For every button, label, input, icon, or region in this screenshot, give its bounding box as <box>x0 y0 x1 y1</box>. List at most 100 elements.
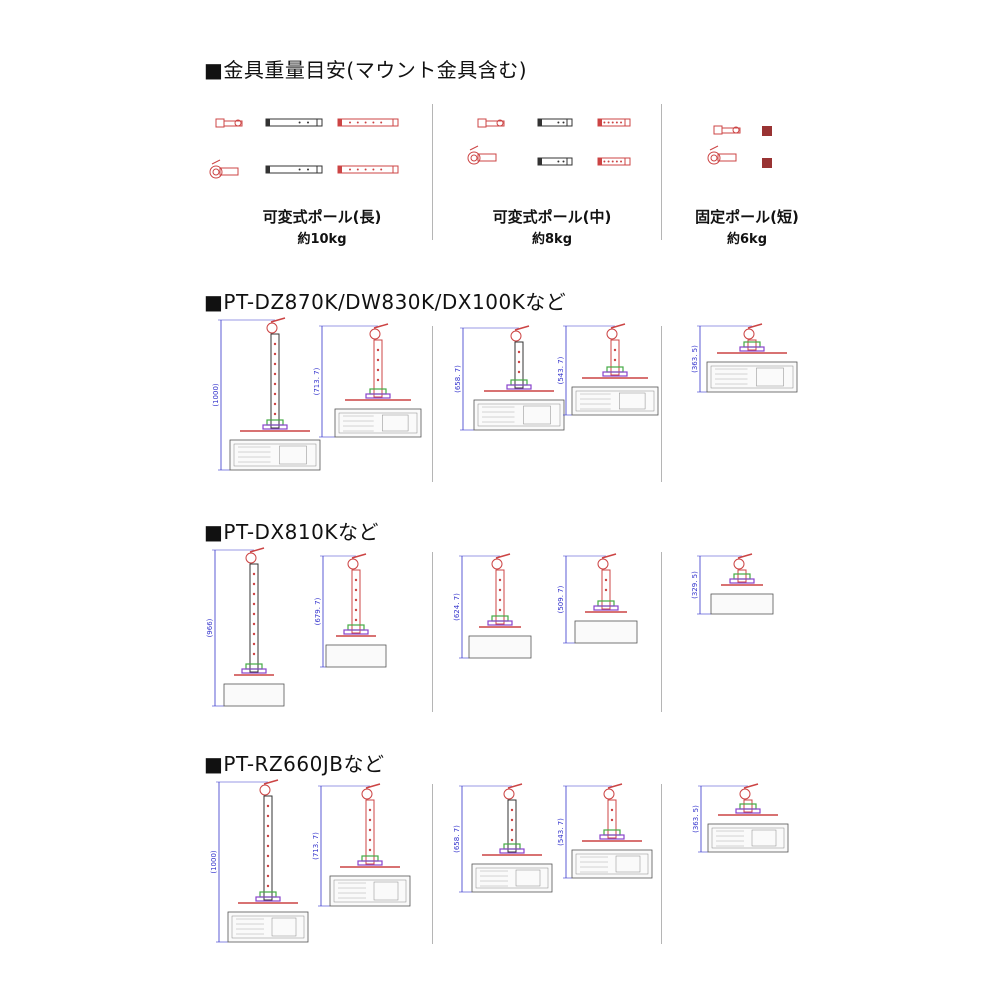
bracket <box>369 388 387 395</box>
dimension-label: (363. 5) <box>691 345 699 373</box>
bracket <box>361 855 379 862</box>
dimension-label: (329. 5) <box>691 571 699 599</box>
ceiling-clamp <box>510 330 522 342</box>
short-pole-part <box>762 158 772 168</box>
divider <box>661 104 662 240</box>
ceiling-clamp <box>266 322 278 334</box>
projector-mount-figure: (329. 5) <box>691 553 774 615</box>
projector-mount-figure: (679. 7) <box>314 553 387 668</box>
clamp-part <box>215 118 243 128</box>
projector-body <box>227 911 309 943</box>
pole-weight: 約6kg <box>727 232 767 247</box>
mount-figures: (1000)(713. 7)(658. 7)(543. 7)(363. 5)(9… <box>206 317 798 943</box>
ceiling-clamp <box>739 788 751 800</box>
projector-body <box>325 644 387 668</box>
projector-mount-figure: (658. 7) <box>454 325 565 431</box>
projector-body <box>471 863 553 893</box>
bracket <box>599 834 625 840</box>
pole-name: 可変式ポール(長) <box>262 208 382 226</box>
pole-part <box>537 118 573 127</box>
pole <box>495 569 505 625</box>
pole <box>601 569 611 610</box>
projector-body <box>229 439 321 471</box>
bracket <box>503 843 521 850</box>
bracket <box>347 624 365 631</box>
clamp-part <box>467 145 497 165</box>
projector-body <box>706 361 798 393</box>
dimension-label: (1000) <box>212 383 220 407</box>
dimension-label: (658. 7) <box>453 825 461 853</box>
projector-mount-figure: (1000) <box>210 779 309 943</box>
projector-body <box>334 408 422 438</box>
weight-caption-long: 可変式ポール(長) 約10kg <box>232 206 412 247</box>
pole <box>747 339 757 351</box>
dimension-label: (543. 7) <box>557 356 565 384</box>
bracket <box>343 629 369 635</box>
bracket <box>510 379 528 386</box>
divider <box>661 784 662 944</box>
divider <box>661 326 662 482</box>
bracket <box>593 605 619 611</box>
dimension-label: (679. 7) <box>314 597 322 625</box>
bracket <box>491 615 509 622</box>
ceiling-clamp <box>606 328 618 340</box>
divider <box>432 104 433 240</box>
pole-part <box>597 157 631 166</box>
bracket <box>357 860 383 866</box>
clamp-part <box>707 145 737 165</box>
pole-part <box>337 165 399 174</box>
projector-mount-figure: (658. 7) <box>453 783 553 893</box>
ceiling-clamp <box>743 328 755 340</box>
projector-mount-figure: (363. 5) <box>692 783 789 853</box>
dimension-label: (363. 5) <box>692 805 700 833</box>
projector-mount-figure: (509. 7) <box>557 553 638 644</box>
ceiling-clamp <box>369 328 381 340</box>
divider <box>432 784 433 944</box>
bracket <box>603 829 621 836</box>
ceiling-clamp <box>733 558 745 570</box>
dimension-label: (713. 7) <box>312 832 320 860</box>
ceiling-clamp <box>503 788 515 800</box>
bracket <box>602 371 628 377</box>
pole <box>514 341 524 389</box>
projector-mount-figure: (713. 7) <box>313 323 422 438</box>
divider <box>432 552 433 712</box>
projector-body <box>468 635 532 659</box>
bracket <box>743 341 761 348</box>
pole <box>263 795 273 901</box>
bracket <box>365 393 391 399</box>
ceiling-clamp <box>347 558 359 570</box>
pole-part <box>265 165 323 174</box>
bracket <box>241 668 267 674</box>
short-pole-part <box>762 126 772 136</box>
pole-part <box>265 118 323 127</box>
pole <box>610 339 620 376</box>
pole <box>743 799 753 813</box>
projector-mount-figure: (713. 7) <box>312 783 411 907</box>
projector-body <box>574 620 638 644</box>
pole <box>507 799 517 853</box>
weight-caption-short: 固定ポール(短) 約6kg <box>662 206 832 247</box>
section-heading-dz870k: ■PT-DZ870K/DW830K/DX100Kなど <box>204 290 567 314</box>
ceiling-clamp <box>491 558 503 570</box>
dimension-label: (543. 7) <box>557 818 565 846</box>
clamp-part <box>209 159 239 179</box>
ceiling-clamp <box>245 552 257 564</box>
projector-body <box>473 399 565 431</box>
bracket <box>733 573 751 580</box>
bracket <box>259 891 277 898</box>
bracket <box>245 663 263 670</box>
projector-mount-figure: (543. 7) <box>557 323 659 416</box>
bracket <box>499 848 525 854</box>
pole-part <box>537 157 573 166</box>
bracket <box>735 808 761 814</box>
projector-mount-figure: (543. 7) <box>557 783 653 879</box>
bracket <box>729 578 755 584</box>
projector-body <box>571 849 653 879</box>
projector-body <box>710 593 774 615</box>
parts-thumbnails <box>209 118 772 179</box>
bracket <box>262 424 288 430</box>
projector-body <box>707 823 789 853</box>
projector-mount-figure: (966) <box>206 547 285 707</box>
